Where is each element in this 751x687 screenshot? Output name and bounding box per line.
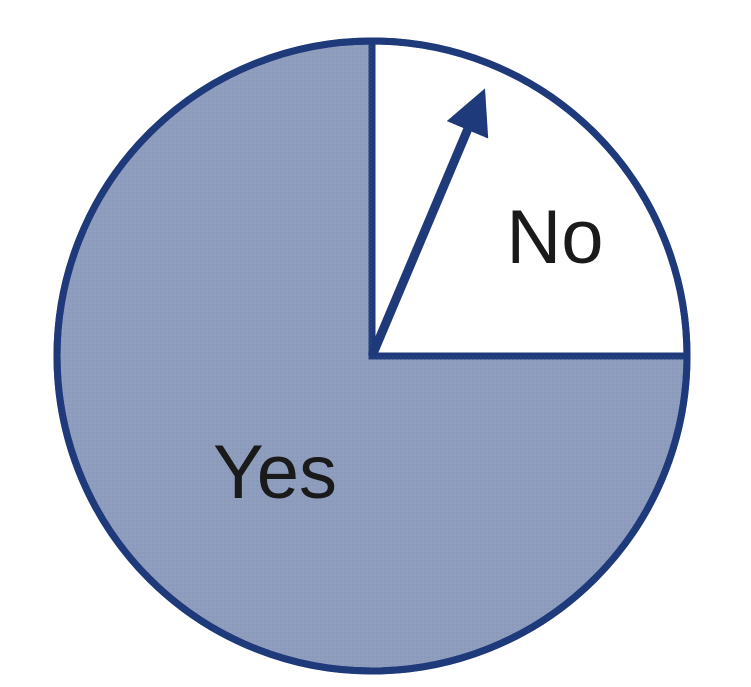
pointer-arrow xyxy=(367,88,489,358)
slice-label-no: No xyxy=(506,195,603,280)
pie-outline xyxy=(53,37,691,675)
slice-label-yes: Yes xyxy=(213,430,337,515)
